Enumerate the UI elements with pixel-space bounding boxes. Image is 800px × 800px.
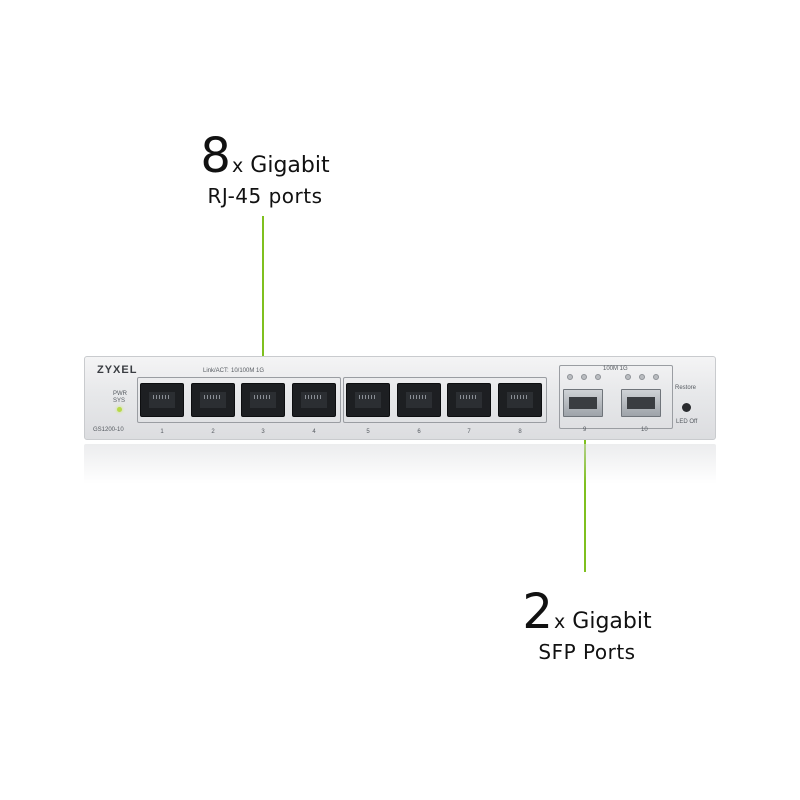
sfp-subtitle: SFP Ports	[538, 640, 636, 664]
sfp-port-9[interactable]	[563, 389, 603, 417]
sfp10-led-b-icon	[639, 374, 645, 380]
rj45-speed-legend: 10/100M 1G	[231, 368, 265, 374]
rj45-subtitle: RJ-45 ports	[207, 184, 323, 208]
sys-led-icon	[117, 407, 122, 412]
rj45-port-6[interactable]	[397, 383, 441, 417]
sfp-port-group	[559, 365, 673, 429]
brand-logo: ZYXEL	[97, 364, 138, 376]
rj45-leader-line	[262, 216, 264, 396]
rj45-port-4[interactable]	[292, 383, 336, 417]
port-number: 6	[417, 429, 421, 435]
sfp-callout: 2x Gigabit SFP Ports	[512, 588, 662, 664]
sfp-multiplier: x	[553, 611, 566, 633]
sfp9-led-b-icon	[581, 374, 587, 380]
link-act-label: Link/ACT:	[203, 368, 229, 374]
sfp-port-10[interactable]	[621, 389, 661, 417]
rj45-port-2[interactable]	[191, 383, 235, 417]
sfp10-led-c-icon	[653, 374, 659, 380]
rj45-callout: 8x Gigabit RJ-45 ports	[190, 132, 340, 208]
port-number: 8	[518, 429, 522, 435]
sfp9-led-a-icon	[567, 374, 573, 380]
rj45-port-8[interactable]	[498, 383, 542, 417]
rj45-port-3[interactable]	[241, 383, 285, 417]
switch-reflection	[84, 444, 716, 484]
network-switch: ZYXEL PWR SYS GS1200-10 Link/ACT: 10/100…	[84, 356, 716, 440]
port-number: 3	[261, 429, 265, 435]
rj45-port-7[interactable]	[447, 383, 491, 417]
port-number: 2	[211, 429, 215, 435]
port-number: 7	[467, 429, 471, 435]
restore-label: Restore	[675, 385, 697, 391]
sfp-speed-legend: 100M 1G	[603, 366, 628, 372]
sfp10-led-a-icon	[625, 374, 631, 380]
sfp-speed: Gigabit	[572, 609, 652, 634]
port-number: 1	[160, 429, 164, 435]
rj45-port-group-2	[343, 377, 547, 423]
rj45-port-group-1	[137, 377, 341, 423]
sfp-leader-line	[584, 420, 586, 572]
rj45-count: 8	[200, 128, 231, 184]
rj45-port-1[interactable]	[140, 383, 184, 417]
rj45-speed: Gigabit	[250, 153, 330, 178]
pwr-label: PWR	[113, 391, 127, 397]
port-number: 5	[366, 429, 370, 435]
rj45-multiplier: x	[231, 155, 244, 177]
led-off-label: LED Off	[676, 419, 698, 425]
model-label: GS1200-10	[93, 427, 124, 433]
sys-label: SYS	[113, 398, 126, 404]
sfp9-led-c-icon	[595, 374, 601, 380]
rj45-port-5[interactable]	[346, 383, 390, 417]
sfp-number-9: 9	[583, 427, 587, 433]
sfp-number-10: 10	[641, 427, 648, 433]
restore-button[interactable]	[682, 403, 691, 412]
port-number: 4	[312, 429, 316, 435]
sfp-count: 2	[522, 584, 553, 640]
